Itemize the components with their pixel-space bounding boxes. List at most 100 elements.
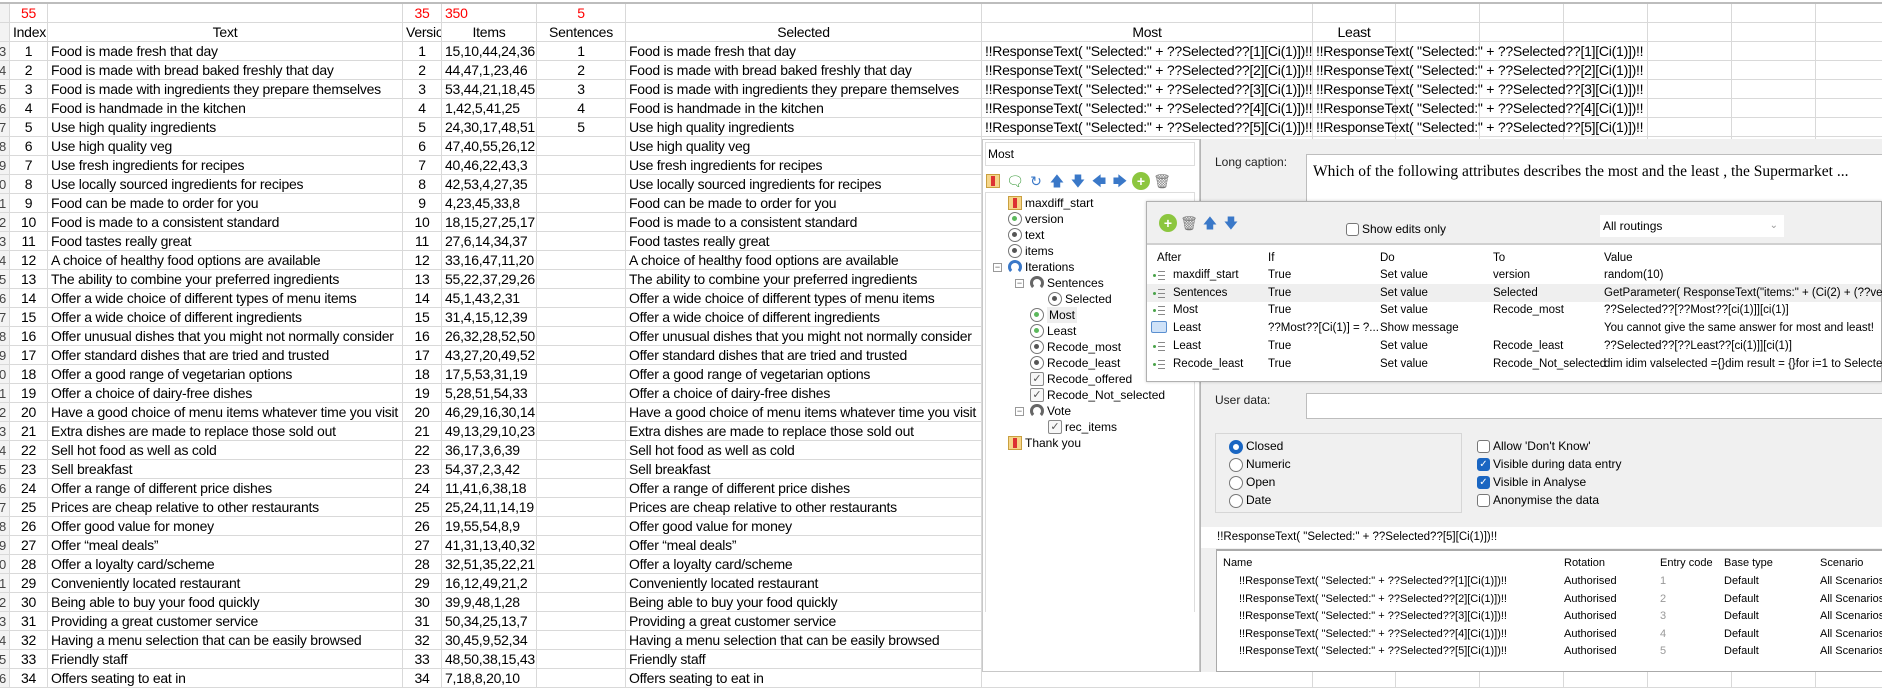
index-cell[interactable]: 13 — [10, 270, 48, 289]
sentences-cell[interactable] — [537, 517, 626, 536]
sentences-cell[interactable] — [537, 536, 626, 555]
version-cell[interactable]: 27 — [403, 536, 442, 555]
column-header-index[interactable]: Index — [10, 23, 48, 42]
items-cell[interactable]: 50,34,25,13,7 — [442, 612, 537, 631]
version-cell[interactable]: 19 — [403, 384, 442, 403]
selected-cell[interactable]: Use fresh ingredients for recipes — [626, 156, 982, 175]
answer-row[interactable]: !!ResponseText( "Selected:" + ??Selected… — [1217, 608, 1882, 625]
text-cell[interactable]: Offer a wide choice of different types o… — [48, 289, 403, 308]
current-answer-field[interactable]: !!ResponseText( "Selected:" + ??Selected… — [1201, 527, 1882, 548]
column-header-to[interactable]: To — [1493, 252, 1506, 264]
arrow-down-icon[interactable]: 🡇 — [1223, 215, 1239, 231]
loop-icon[interactable]: ↻ — [1030, 173, 1042, 189]
empty-cell[interactable] — [1564, 42, 1648, 61]
items-cell[interactable]: 32,51,35,22,21 — [442, 555, 537, 574]
text-cell[interactable]: Offer unusual dishes that you might not … — [48, 327, 403, 346]
option-checkbox[interactable]: ✓Visible during data entry — [1477, 455, 1622, 473]
text-cell[interactable]: Use high quality ingredients — [48, 118, 403, 137]
selected-cell[interactable]: Offers seating to eat in — [626, 669, 982, 688]
selected-cell[interactable]: Have a good choice of menu items whateve… — [626, 403, 982, 422]
least-cell[interactable] — [1313, 669, 1396, 688]
text-cell[interactable]: Offer a loyalty card/scheme — [48, 555, 403, 574]
arrow-right-icon[interactable]: 🡆 — [1112, 173, 1128, 189]
sentences-cell[interactable] — [537, 270, 626, 289]
items-cell[interactable]: 15,10,44,24,36 — [442, 42, 537, 61]
tree-node[interactable]: Iterations — [1008, 259, 1074, 275]
index-cell[interactable]: 21 — [10, 422, 48, 441]
text-cell[interactable]: Food is made with bread baked freshly th… — [48, 61, 403, 80]
tree-node[interactable]: ✓Recode_Not_selected — [1030, 387, 1165, 403]
row-header[interactable] — [0, 4, 10, 23]
row-header[interactable]: 17 — [0, 308, 10, 327]
sentences-cell[interactable] — [537, 308, 626, 327]
items-cell[interactable]: 27,6,14,34,37 — [442, 232, 537, 251]
empty-cell[interactable] — [1564, 4, 1648, 23]
sentences-cell[interactable] — [537, 194, 626, 213]
type-radio-closed[interactable]: Closed — [1229, 437, 1283, 455]
tree-node[interactable]: ✓Recode_offered — [1030, 371, 1132, 387]
sentences-cell[interactable]: 4 — [537, 99, 626, 118]
sentences-cell[interactable] — [537, 650, 626, 669]
empty-cell[interactable] — [1816, 23, 1882, 42]
version-cell[interactable]: 3 — [403, 80, 442, 99]
least-cell[interactable]: !!ResponseText( "Selected:" + ??Selected… — [1313, 42, 1644, 61]
row-header[interactable]: 25 — [0, 460, 10, 479]
index-total-cell[interactable]: 55 — [10, 4, 48, 23]
tree-title-field[interactable]: Most — [985, 142, 1195, 166]
version-cell[interactable]: 25 — [403, 498, 442, 517]
row-header[interactable]: 22 — [0, 403, 10, 422]
text-cell[interactable]: Extra dishes are made to replace those s… — [48, 422, 403, 441]
selected-cell[interactable]: Use locally sourced ingredients for reci… — [626, 175, 982, 194]
selected-cell[interactable]: Use high quality ingredients — [626, 118, 982, 137]
sentences-cell[interactable] — [537, 555, 626, 574]
index-cell[interactable]: 31 — [10, 612, 48, 631]
version-cell[interactable]: 34 — [403, 669, 442, 688]
items-cell[interactable]: 18,15,27,25,17 — [442, 213, 537, 232]
sentences-cell[interactable]: 3 — [537, 80, 626, 99]
items-cell[interactable]: 40,46,22,43,3 — [442, 156, 537, 175]
empty-cell[interactable] — [1564, 61, 1648, 80]
index-cell[interactable]: 22 — [10, 441, 48, 460]
tree-node[interactable]: maxdiff_start — [1008, 195, 1093, 211]
sentences-cell[interactable] — [537, 156, 626, 175]
selected-cell[interactable]: Food is handmade in the kitchen — [626, 99, 982, 118]
row-header[interactable]: 31 — [0, 574, 10, 593]
selected-cell[interactable]: Being able to buy your food quickly — [626, 593, 982, 612]
text-cell[interactable]: Use locally sourced ingredients for reci… — [48, 175, 403, 194]
sentences-cell[interactable] — [537, 460, 626, 479]
items-cell[interactable]: 42,53,4,27,35 — [442, 175, 537, 194]
tree-node[interactable]: version — [1008, 211, 1064, 227]
text-cell[interactable]: Offer standard dishes that are tried and… — [48, 346, 403, 365]
sentences-cell[interactable] — [537, 251, 626, 270]
column-header-value[interactable]: Value — [1604, 252, 1633, 264]
empty-cell[interactable] — [1648, 61, 1732, 80]
sentences-cell[interactable] — [537, 213, 626, 232]
index-cell[interactable]: 8 — [10, 175, 48, 194]
selected-cell[interactable]: Food is made with bread baked freshly th… — [626, 61, 982, 80]
arrow-left-icon[interactable]: 🡄 — [1091, 173, 1107, 189]
row-header[interactable]: 5 — [0, 80, 10, 99]
selected-cell[interactable]: A choice of healthy food options are ava… — [626, 251, 982, 270]
items-cell[interactable]: 49,13,29,10,23 — [442, 422, 537, 441]
answer-row[interactable]: !!ResponseText( "Selected:" + ??Selected… — [1217, 573, 1882, 590]
empty-cell[interactable] — [1648, 23, 1732, 42]
tree-node[interactable]: Vote — [1030, 403, 1071, 419]
sentences-cell[interactable] — [537, 593, 626, 612]
version-cell[interactable]: 8 — [403, 175, 442, 194]
version-cell[interactable]: 12 — [403, 251, 442, 270]
sentences-cell[interactable] — [537, 384, 626, 403]
items-cell[interactable]: 24,30,17,48,51 — [442, 118, 537, 137]
sentences-cell[interactable]: 5 — [537, 118, 626, 137]
index-cell[interactable]: 1 — [10, 42, 48, 61]
empty-cell[interactable] — [1480, 669, 1564, 688]
row-header[interactable]: 27 — [0, 498, 10, 517]
index-cell[interactable]: 23 — [10, 460, 48, 479]
selected-cell[interactable]: Offer a choice of dairy-free dishes — [626, 384, 982, 403]
most-total-cell[interactable] — [982, 4, 1313, 23]
index-cell[interactable]: 29 — [10, 574, 48, 593]
empty-cell[interactable] — [1816, 61, 1882, 80]
type-radio-open[interactable]: Open — [1229, 473, 1275, 491]
